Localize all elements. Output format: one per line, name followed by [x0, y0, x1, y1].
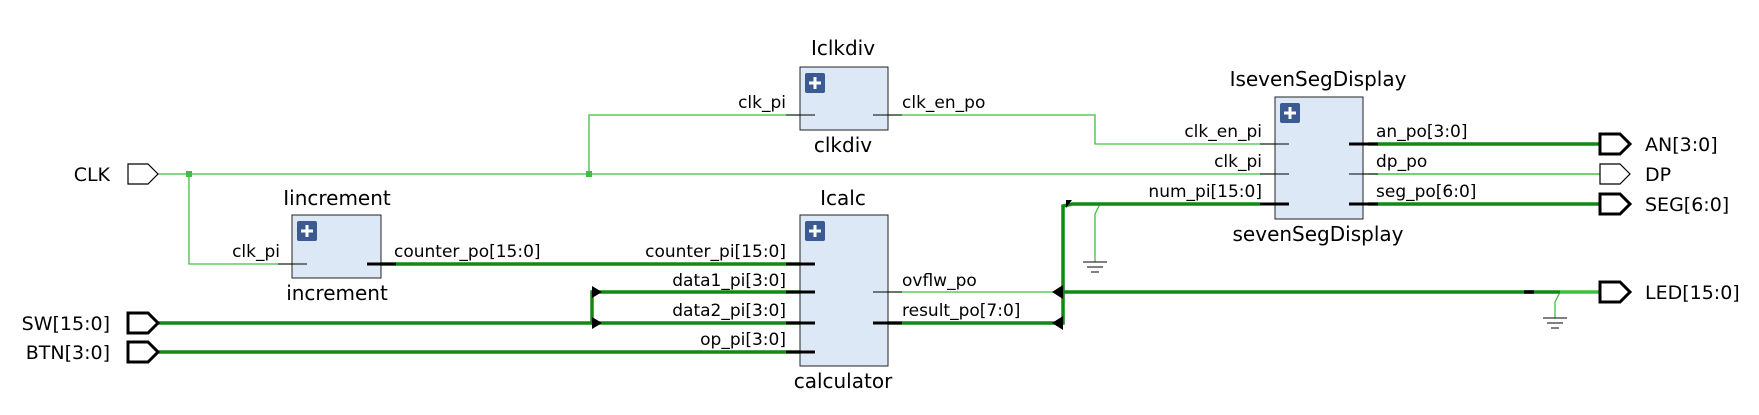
- port-led[interactable]: LED[15:0]: [1598, 280, 1740, 304]
- bus-sw[interactable]: [158, 286, 800, 329]
- pin-label: num_pi[15:0]: [1148, 182, 1262, 202]
- pin-label: ovflw_po: [902, 271, 977, 291]
- pin-label: clk_pi: [1214, 152, 1262, 172]
- port-clk-label: CLK: [74, 164, 111, 186]
- port-led-label: LED[15:0]: [1645, 282, 1740, 304]
- seg-instance-name: IsevenSegDisplay: [1230, 67, 1407, 91]
- increment-module-name: increment: [286, 281, 388, 305]
- port-dp-label: DP: [1645, 164, 1671, 186]
- increment-instance-name: Iincrement: [283, 186, 391, 210]
- pin-label: clk_pi: [232, 242, 280, 262]
- pin-label: op_pi[3:0]: [700, 330, 786, 350]
- seg-module-name: sevenSegDisplay: [1233, 222, 1404, 246]
- port-seg[interactable]: SEG[6:0]: [1598, 192, 1729, 216]
- cell-calc[interactable]: Icalc counter_pi[15:0] data1_pi[3:0] dat…: [645, 186, 1020, 393]
- plus-icon[interactable]: [805, 221, 825, 241]
- port-btn[interactable]: BTN[3:0]: [26, 340, 161, 364]
- clkdiv-module-name: clkdiv: [814, 133, 872, 157]
- pin-label: counter_pi[15:0]: [645, 242, 786, 262]
- bus-result[interactable]: [873, 200, 1600, 330]
- port-btn-label: BTN[3:0]: [26, 342, 110, 364]
- pin-label: data1_pi[3:0]: [672, 271, 786, 291]
- ground-icon: [1083, 261, 1107, 273]
- pin-label: counter_po[15:0]: [394, 242, 541, 262]
- port-seg-label: SEG[6:0]: [1645, 194, 1729, 216]
- clkdiv-instance-name: Iclkdiv: [811, 36, 875, 60]
- pin-label: dp_po: [1376, 152, 1427, 172]
- cell-clkdiv[interactable]: Iclkdiv clk_pi clk_en_po clkdiv: [738, 36, 985, 157]
- cell-seven-seg-display[interactable]: IsevenSegDisplay clk_en_pi clk_pi num_pi…: [1148, 67, 1476, 246]
- port-an-label: AN[3:0]: [1645, 134, 1718, 156]
- ground-icon: [1543, 317, 1567, 329]
- pin-label: result_po[7:0]: [902, 301, 1020, 321]
- pin-label: an_po[3:0]: [1376, 122, 1468, 142]
- plus-icon[interactable]: [805, 73, 825, 93]
- port-sw-label: SW[15:0]: [22, 313, 110, 335]
- port-an[interactable]: AN[3:0]: [1598, 132, 1718, 156]
- port-dp[interactable]: DP: [1599, 163, 1671, 186]
- net-clk-en[interactable]: [888, 114, 1289, 145]
- calc-module-name: calculator: [794, 369, 893, 393]
- port-sw[interactable]: SW[15:0]: [22, 311, 161, 335]
- pin-label: clk_en_pi: [1184, 122, 1262, 142]
- calc-instance-name: Icalc: [820, 186, 866, 210]
- pin-label: clk_pi: [738, 93, 786, 113]
- pin-label: seg_po[6:0]: [1376, 182, 1476, 202]
- cell-increment[interactable]: Iincrement clk_pi counter_po[15:0] incre…: [232, 186, 540, 305]
- pin-label: clk_en_po: [902, 93, 985, 113]
- net-gnd-led: [1554, 291, 1561, 318]
- port-clk[interactable]: CLK: [74, 163, 159, 186]
- pin-label: data2_pi[3:0]: [672, 301, 786, 321]
- net-gnd-num: [1094, 203, 1101, 262]
- plus-icon[interactable]: [1280, 103, 1300, 123]
- plus-icon[interactable]: [297, 221, 317, 241]
